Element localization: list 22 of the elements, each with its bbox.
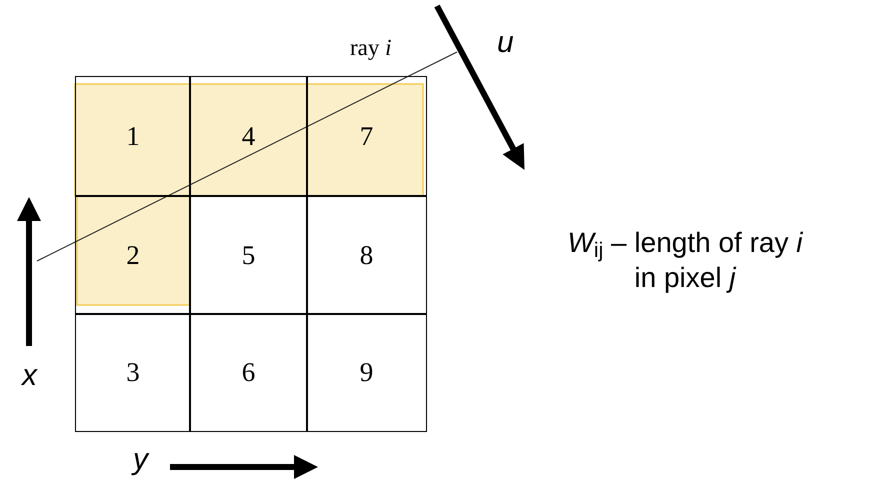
grid-cell [306,76,427,197]
grid-cell [75,76,191,197]
cell-number: 4 [242,123,256,150]
grid-cell [306,195,427,315]
cell-number: 8 [360,242,374,268]
cell-number: 5 [242,242,256,268]
cell-number: 7 [360,123,374,150]
grid-cell [75,313,191,432]
grid-cell [189,313,308,432]
cell-number: 1 [126,123,140,150]
text-label: y [133,445,148,475]
cell-number: 3 [126,359,140,386]
grid-cell [189,76,308,197]
cell-number: 2 [126,242,140,268]
text-label: W$_{ij}$ – length of ray i in pixel j [566,226,804,295]
grid-cell [306,313,427,432]
cell-number: 9 [360,359,374,386]
text-label: ray i [350,36,392,59]
text-label: u [497,28,514,58]
text-label: x [22,361,37,391]
cell-number: 6 [242,359,256,386]
grid-cell [189,195,308,315]
